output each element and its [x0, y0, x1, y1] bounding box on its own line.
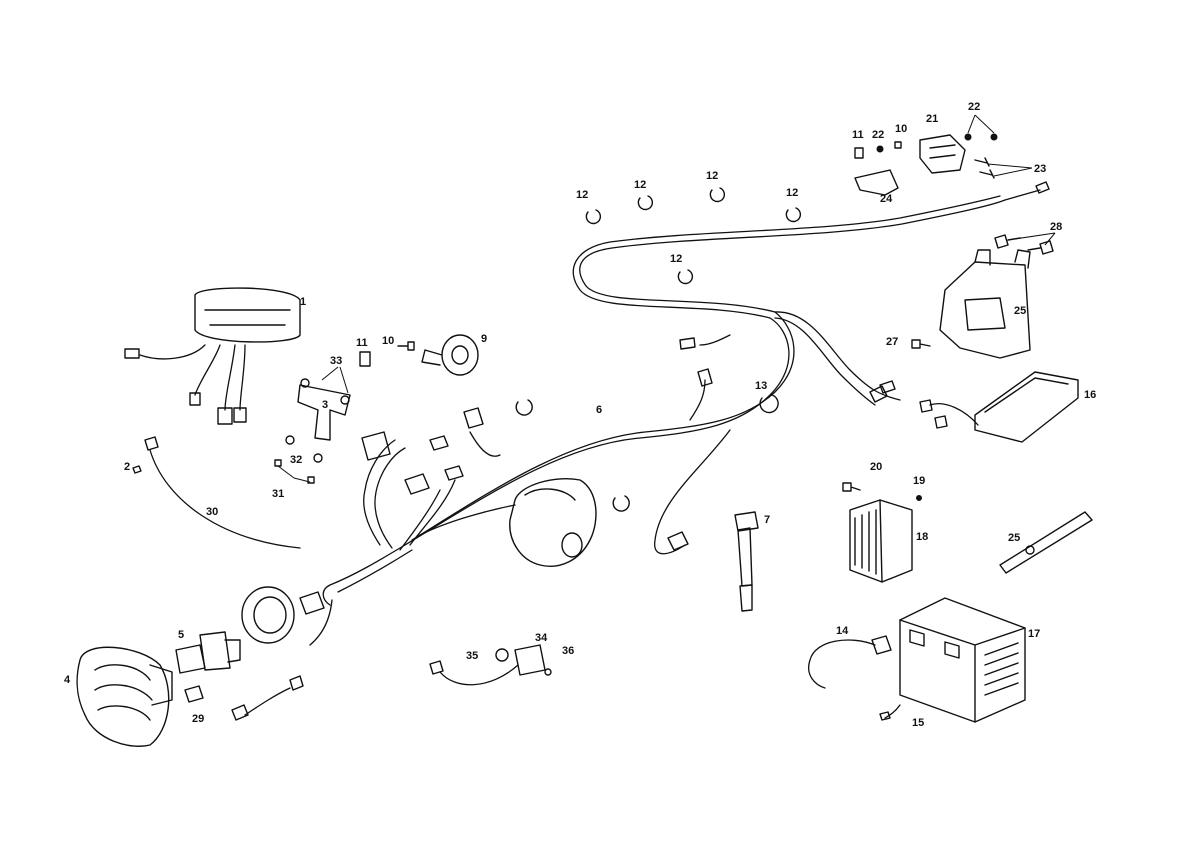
callout-5: 5	[178, 629, 184, 641]
horn-part	[421, 334, 479, 376]
callout-11-relay: 11	[852, 129, 864, 141]
leader-lines	[277, 114, 1056, 483]
main-wiring-harness	[299, 181, 1050, 646]
harness-clamp-parts	[585, 187, 802, 285]
callout-25-bracket: 25	[1014, 305, 1026, 317]
callout-12-d: 12	[786, 187, 798, 199]
fuse-box-part	[919, 371, 1079, 443]
callout-12-a: 12	[576, 189, 588, 201]
bracket-bolt-27-part	[911, 339, 931, 349]
clamp-13-part	[515, 394, 779, 512]
battery-strap-part	[999, 511, 1093, 574]
callout-6: 6	[596, 404, 602, 416]
callout-25-strap: 25	[1008, 532, 1020, 544]
callout-20: 20	[870, 461, 882, 473]
callout-10-horn: 10	[382, 335, 394, 347]
callout-14: 14	[836, 625, 849, 637]
callout-18: 18	[916, 531, 928, 543]
speed-sensor-part	[429, 644, 552, 686]
callout-labels: 1 2 3 4 5 6 7 9 10 10 11 11 12 12 12 12 …	[64, 101, 1096, 729]
callout-29: 29	[192, 713, 204, 725]
callout-15: 15	[912, 717, 924, 729]
relay-bolts-part	[974, 157, 995, 179]
handlebar-switch-part	[509, 478, 597, 567]
battery-cable-part	[808, 635, 901, 721]
callout-12-c: 12	[706, 170, 718, 182]
relay-nuts-part	[876, 133, 998, 153]
callout-23: 23	[1034, 163, 1046, 175]
instrument-cluster-part	[124, 287, 301, 425]
callout-7: 7	[764, 514, 770, 526]
headlight-housing-ring-part	[241, 586, 295, 644]
callout-28: 28	[1050, 221, 1062, 233]
battery-part	[899, 597, 1026, 723]
callout-22-relay: 22	[872, 129, 884, 141]
regulator-screws-part	[842, 482, 922, 501]
callout-21: 21	[926, 113, 938, 125]
regulator-rectifier-part	[849, 499, 913, 583]
callout-17: 17	[1028, 628, 1040, 640]
callout-31: 31	[272, 488, 284, 500]
callout-34: 34	[535, 632, 548, 644]
callout-13: 13	[755, 380, 767, 392]
callout-16: 16	[1084, 389, 1096, 401]
horn-bolt-part	[397, 341, 415, 351]
washer-32-part	[285, 435, 323, 463]
callout-12-e: 12	[670, 253, 682, 265]
starter-relay-part	[919, 134, 966, 174]
callout-10-relay: 10	[895, 123, 907, 135]
callout-1: 1	[300, 296, 306, 308]
relay-clip-part	[854, 141, 902, 159]
relay-bracket-part	[854, 169, 899, 196]
headlight-unit-part	[76, 646, 173, 747]
callout-36: 36	[562, 645, 574, 657]
callout-30: 30	[206, 506, 218, 518]
callout-27: 27	[886, 336, 898, 348]
bracket-part	[297, 378, 351, 441]
callout-35: 35	[466, 650, 478, 662]
callout-33: 33	[330, 355, 342, 367]
position-bulb-part	[184, 685, 204, 703]
callout-4: 4	[64, 674, 71, 686]
callout-2: 2	[124, 461, 130, 473]
callout-3: 3	[322, 399, 328, 411]
sensor-lead-part	[231, 675, 304, 721]
callout-11-horn: 11	[356, 337, 368, 349]
callout-19: 19	[913, 475, 925, 487]
battery-bracket-part	[939, 249, 1031, 359]
callout-12-b: 12	[634, 179, 646, 191]
callout-32: 32	[290, 454, 302, 466]
callout-22-top: 22	[968, 101, 980, 113]
speedometer-cable-part	[132, 436, 301, 549]
ignition-coil-part	[734, 511, 759, 612]
callout-9: 9	[481, 333, 487, 345]
horn-clip-part	[359, 351, 371, 367]
headlight-bulb-part	[175, 631, 241, 674]
callout-24: 24	[880, 193, 893, 205]
